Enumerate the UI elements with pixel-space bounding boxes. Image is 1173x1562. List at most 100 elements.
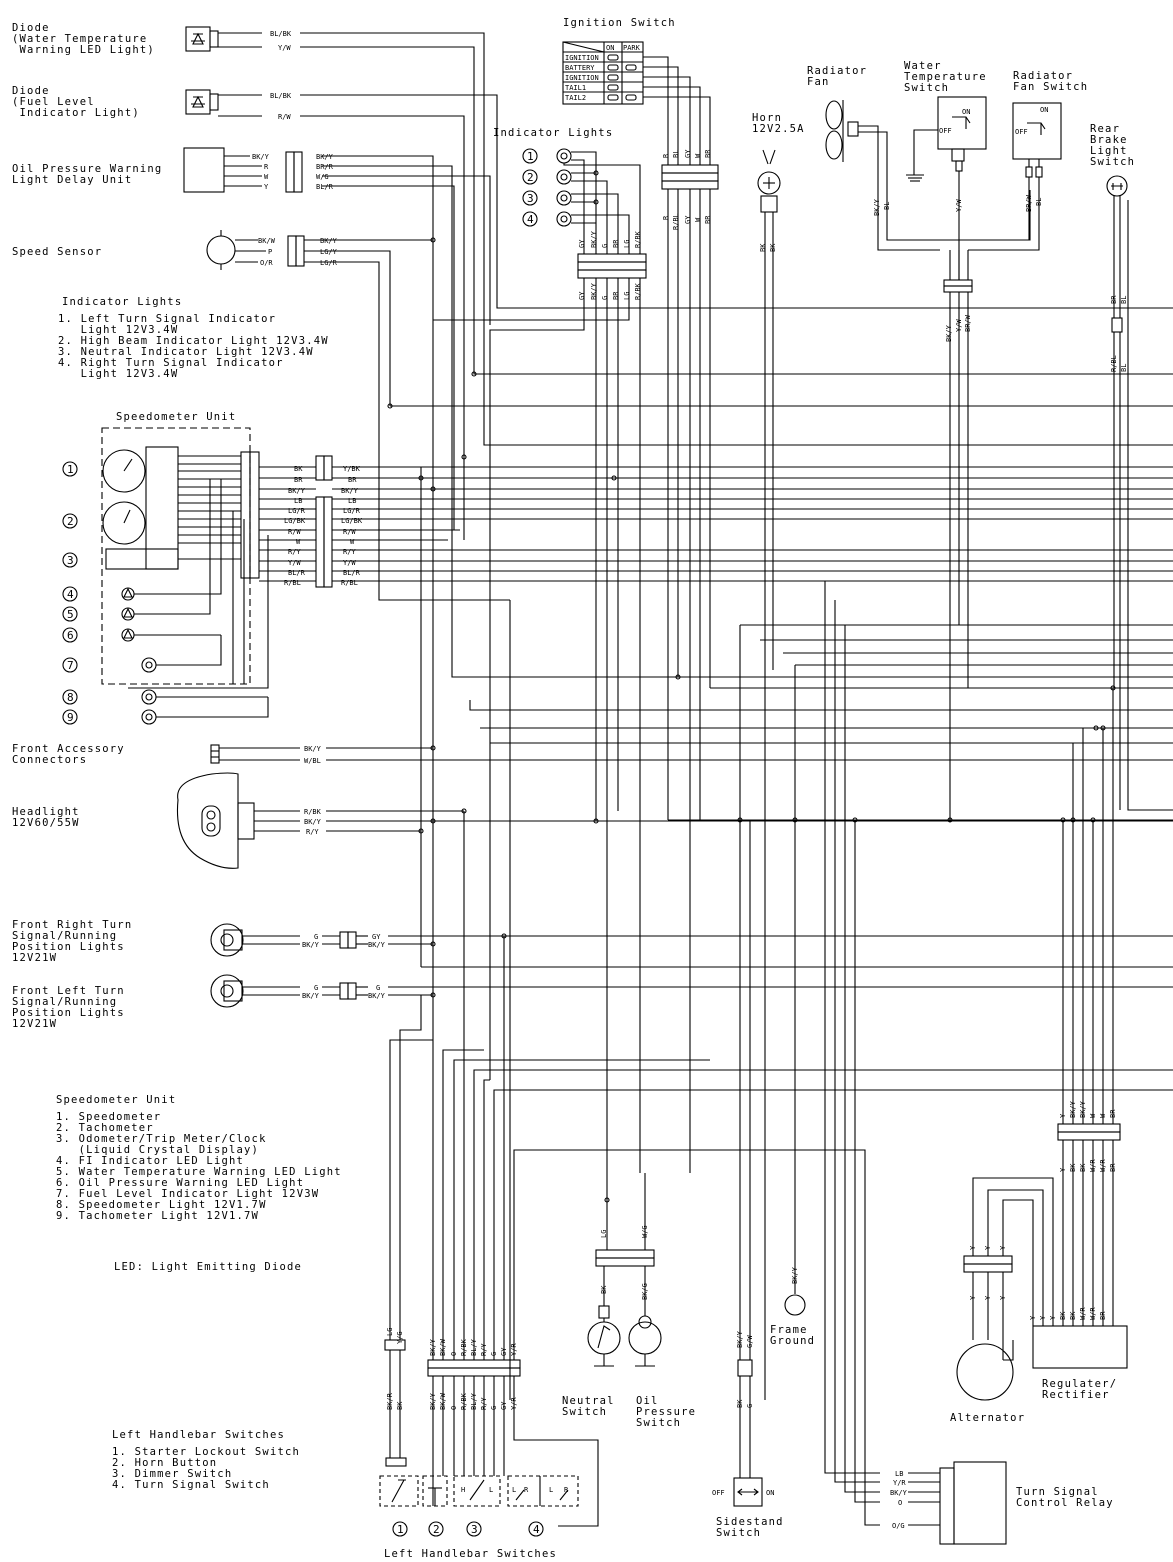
svg-text:12V21W: 12V21W (12, 952, 57, 964)
svg-text:3: 3 (471, 1523, 478, 1536)
svg-text:BK/Y: BK/Y (1079, 1100, 1087, 1118)
svg-text:(Fuel Level: (Fuel Level (12, 96, 95, 108)
relay-wire-labels: LB Y/R BK/Y O O/G (890, 1470, 908, 1530)
svg-text:BK: BK (759, 243, 767, 252)
svg-text:Oil Pressure Warning: Oil Pressure Warning (12, 163, 162, 175)
svg-text:BK/R: BK/R (386, 1392, 394, 1410)
svg-text:GY: GY (578, 239, 586, 248)
svg-text:Y/R: Y/R (510, 1343, 518, 1356)
ignition-wires (643, 56, 1173, 1173)
svg-text:R/BK: R/BK (634, 282, 642, 300)
svg-text:OFF: OFF (939, 127, 952, 135)
svg-text:(Liquid Crystal Display): (Liquid Crystal Display) (56, 1144, 259, 1156)
svg-text:Signal/Running: Signal/Running (12, 996, 117, 1008)
svg-text:Y/R: Y/R (510, 1397, 518, 1410)
svg-text:BL/BK: BL/BK (270, 30, 292, 38)
svg-text:G: G (490, 1352, 498, 1356)
right-buses (469, 200, 1173, 821)
svg-text:Y: Y (1059, 1113, 1067, 1118)
svg-text:W/G: W/G (316, 173, 329, 181)
svg-text:LG/BK: LG/BK (284, 517, 306, 525)
oil-delay-label: Oil Pressure Warning Light Delay Unit (12, 163, 162, 186)
svg-text:3. Neutral Indicator Light 12V: 3. Neutral Indicator Light 12V3.4W (58, 346, 314, 358)
svg-text:BL/BK: BL/BK (270, 92, 292, 100)
svg-text:Radiator: Radiator (1013, 70, 1073, 82)
headlight-symbol (176, 772, 1173, 869)
svg-text:P: P (268, 248, 272, 256)
svg-text:Light 12V3.4W: Light 12V3.4W (58, 324, 178, 336)
svg-text:BL/R: BL/R (343, 569, 361, 577)
svg-text:ON: ON (606, 44, 614, 52)
svg-text:Oil: Oil (636, 1395, 659, 1407)
water-sw-wire-label: Y/W (955, 199, 963, 212)
svg-text:Switch: Switch (562, 1406, 607, 1418)
svg-text:4. Turn Signal Switch: 4. Turn Signal Switch (112, 1479, 270, 1491)
svg-text:BK/Y: BK/Y (429, 1338, 437, 1356)
svg-text:BK/Y: BK/Y (429, 1392, 437, 1410)
svg-text:Switch: Switch (904, 82, 949, 94)
neutral-switch-label: Neutral Switch (562, 1395, 613, 1418)
svg-text:W/R: W/R (1079, 1307, 1087, 1320)
svg-text:Indicator Lights: Indicator Lights (62, 296, 182, 308)
svg-text:2: 2 (67, 515, 74, 528)
svg-text:W: W (350, 538, 355, 546)
svg-text:Y: Y (969, 1245, 977, 1250)
svg-text:LB: LB (348, 497, 356, 505)
svg-text:O: O (450, 1352, 458, 1356)
svg-text:Light 12V3.4W: Light 12V3.4W (58, 368, 178, 380)
svg-text:(Water Temperature: (Water Temperature (12, 33, 147, 45)
fan-connector-wire-labels: BK/Y Y/W BR/W (945, 314, 972, 342)
svg-text:BR: BR (348, 476, 357, 484)
svg-text:BK/Y: BK/Y (302, 992, 320, 1000)
svg-text:BK: BK (1059, 1311, 1067, 1320)
svg-text:Y: Y (1039, 1315, 1047, 1320)
indicator-lamps: 1 2 3 4 (522, 148, 647, 279)
svg-text:BK: BK (294, 465, 303, 473)
oil-delay-unit (183, 147, 303, 193)
svg-text:Y/W: Y/W (288, 559, 301, 567)
svg-text:4: 4 (527, 213, 534, 226)
svg-text:R/BL: R/BL (672, 213, 680, 230)
speed-sensor-symbol (206, 230, 305, 270)
water-temp-switch-symbol: ON OFF (906, 96, 987, 280)
horn-symbol (757, 149, 781, 1400)
svg-text:BK/Y: BK/Y (873, 198, 881, 216)
svg-text:6. Oil Pressure Warning LED Li: 6. Oil Pressure Warning LED Light (56, 1177, 304, 1189)
svg-text:IGNITION: IGNITION (565, 54, 599, 62)
svg-text:W/R: W/R (1089, 1159, 1097, 1172)
svg-text:O/R: O/R (260, 259, 273, 267)
handlebar-switch-boxes (379, 1475, 579, 1507)
svg-text:BL: BL (672, 150, 680, 158)
svg-text:BR: BR (294, 476, 303, 484)
handlebar-wires (384, 936, 1173, 1527)
svg-text:LG: LG (623, 240, 631, 248)
speed-sensor-label: Speed Sensor (12, 246, 102, 258)
svg-text:12V60/55W: 12V60/55W (12, 817, 80, 829)
svg-text:BL/Y: BL/Y (470, 1338, 478, 1356)
svg-text:G: G (314, 984, 318, 992)
svg-text:BK: BK (769, 243, 777, 252)
svg-text:GY: GY (684, 149, 692, 158)
svg-text:IGNITION: IGNITION (565, 74, 599, 82)
svg-text:1: 1 (397, 1523, 404, 1536)
regulator-wire-labels: Y BK/Y BK/Y W W BR Y BK BK W/R W/R BR Y … (969, 1100, 1117, 1320)
svg-text:3. Odometer/Trip Meter/Clock: 3. Odometer/Trip Meter/Clock (56, 1133, 267, 1145)
svg-text:9. Tachometer Light 12V1.7W: 9. Tachometer Light 12V1.7W (56, 1210, 259, 1222)
svg-text:Rear: Rear (1090, 123, 1120, 135)
diode-water-symbol (185, 26, 262, 52)
svg-text:R/Y: R/Y (480, 1343, 488, 1356)
oil-delay-wire-labels: BK/Y R W Y BK/Y BR/R W/G BL/R (252, 153, 334, 191)
svg-text:BK/Y: BK/Y (368, 941, 386, 949)
svg-text:BL: BL (1035, 198, 1043, 206)
handlebar-wire-labels: LG Y/G BK/R BK BK/Y BK/W O R/BK BL/Y R/Y… (386, 1328, 518, 1410)
svg-text:5: 5 (67, 608, 74, 621)
svg-text:Y: Y (999, 1295, 1007, 1300)
svg-text:BK: BK (600, 1285, 608, 1294)
svg-text:BK/W: BK/W (258, 237, 276, 245)
svg-text:G: G (490, 1406, 498, 1410)
front-right-turn-label: Front Right Turn Signal/Running Position… (12, 919, 131, 964)
svg-text:R/BL: R/BL (284, 579, 301, 587)
svg-text:BR: BR (1109, 1109, 1117, 1118)
svg-text:Light: Light (1090, 145, 1128, 157)
frame-wire-label: BK/Y (791, 1266, 799, 1284)
